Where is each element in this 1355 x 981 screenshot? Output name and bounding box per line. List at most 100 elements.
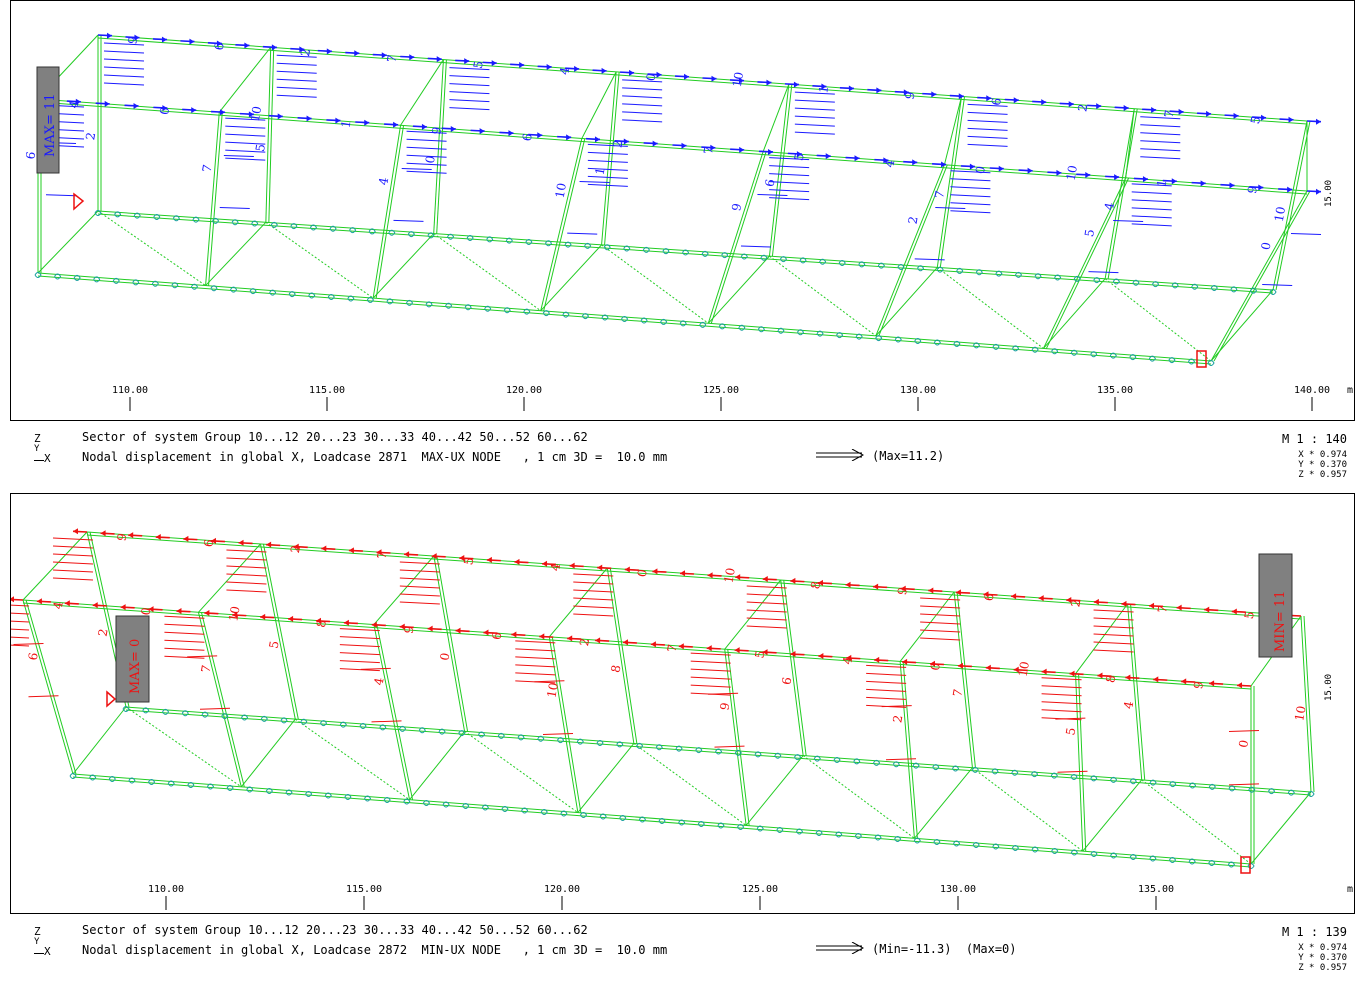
arrow-head <box>1066 597 1072 604</box>
spring-symbol <box>1070 774 1078 780</box>
arrow-head <box>1097 672 1103 679</box>
spring-symbol <box>601 314 609 321</box>
frame-member <box>375 125 405 299</box>
arrow-head <box>1041 99 1047 106</box>
displacement-arrow <box>52 537 94 541</box>
displacement-arrow <box>920 621 961 625</box>
frame-member <box>125 709 1312 796</box>
displacement-arrow <box>339 652 380 656</box>
displacement-arrow <box>515 640 556 644</box>
spring-symbol <box>406 299 414 306</box>
displacement-arrow <box>708 692 739 695</box>
spring-symbol <box>542 310 550 317</box>
spring-symbol <box>347 295 355 302</box>
spring-symbol <box>280 717 288 724</box>
frame-member <box>1210 289 1274 362</box>
displacement-arrow <box>587 175 628 179</box>
spring-symbol <box>153 213 161 220</box>
spring-symbol <box>251 220 259 227</box>
spring-symbol <box>1012 345 1020 352</box>
spring-symbol <box>1090 775 1098 782</box>
displacement-arrow <box>449 75 490 79</box>
displacement-arrow <box>103 58 145 62</box>
arrow-head <box>734 647 740 654</box>
displacement-arrow <box>587 143 628 147</box>
arrow-head <box>1085 171 1091 178</box>
value-label: 0 <box>973 165 988 175</box>
spring-symbol <box>114 211 122 218</box>
displacement-arrow <box>573 589 614 593</box>
arrow-head <box>1069 670 1075 677</box>
arrow-head <box>1121 600 1127 607</box>
arrow-head <box>436 56 442 63</box>
min-badge: MIN= 11 <box>1258 553 1293 658</box>
frame-member <box>1303 615 1315 793</box>
arrow-head <box>1233 112 1239 119</box>
x-tick-label: 125.00 <box>703 385 739 396</box>
spring-symbol <box>636 742 644 749</box>
spring-symbol <box>1090 351 1098 358</box>
displacement-arrow <box>276 86 317 90</box>
value-label: 6 <box>26 651 41 661</box>
frame-member <box>1075 603 1128 675</box>
value-label: 10 <box>730 71 746 88</box>
displacement-arrow <box>399 593 440 597</box>
max-badge: MAX= 11 <box>36 66 60 174</box>
arrow-head <box>594 136 600 143</box>
arrow-head <box>998 165 1004 172</box>
range-text: (Max=11.2) <box>872 449 945 463</box>
arrow-head <box>161 36 167 43</box>
spring-symbol <box>1070 849 1078 856</box>
x-axis-unit: m <box>1347 884 1353 895</box>
x-tick-label: 135.00 <box>1138 884 1174 895</box>
spring-symbol <box>1169 857 1177 863</box>
frame-diagonal <box>802 755 915 839</box>
value-label: 4 <box>67 99 82 109</box>
spring-symbol <box>776 827 784 833</box>
arrow-head <box>706 645 712 652</box>
frame-diagonal <box>464 730 579 813</box>
frame-member <box>1275 120 1311 291</box>
displacement-arrow <box>371 720 402 723</box>
displacement-arrow <box>11 644 30 647</box>
displacement-arrow <box>1140 132 1181 136</box>
frame-diagonal <box>601 244 709 324</box>
arrow-head <box>176 608 182 615</box>
displacement-arrow <box>164 631 205 635</box>
displacement-arrow <box>276 78 317 82</box>
spring-symbol <box>167 780 175 787</box>
spring-symbol <box>1073 275 1081 282</box>
arrow-head <box>120 604 126 611</box>
frame-member <box>1130 603 1146 780</box>
displacement-arrow <box>1140 148 1181 152</box>
spring-symbol <box>320 720 328 727</box>
spring-symbol <box>933 839 941 845</box>
displacement-arrow <box>1131 183 1172 187</box>
spring-symbol <box>478 731 486 738</box>
arrow-head <box>107 32 112 39</box>
displacement-arrow <box>1140 116 1181 120</box>
arrow-head <box>652 140 658 147</box>
value-label: 8 <box>808 580 823 590</box>
spring-symbol <box>734 749 742 756</box>
value-label: 8 <box>314 619 329 629</box>
spring-symbol <box>660 318 668 325</box>
frame-member <box>372 125 402 299</box>
displacement-arrow <box>13 643 44 645</box>
spring-symbol <box>1054 274 1062 281</box>
displacement-arrow <box>219 207 250 210</box>
frame-member <box>956 591 976 768</box>
spring-symbol <box>1034 273 1042 280</box>
spring-symbol <box>324 792 332 799</box>
arrow-head <box>931 91 937 98</box>
frame-member <box>262 543 299 720</box>
spring-symbol <box>718 323 726 330</box>
spring-symbol <box>894 836 902 842</box>
arrow-head <box>133 102 139 109</box>
support-marker-right <box>1240 856 1251 874</box>
arrow-head <box>912 159 918 166</box>
